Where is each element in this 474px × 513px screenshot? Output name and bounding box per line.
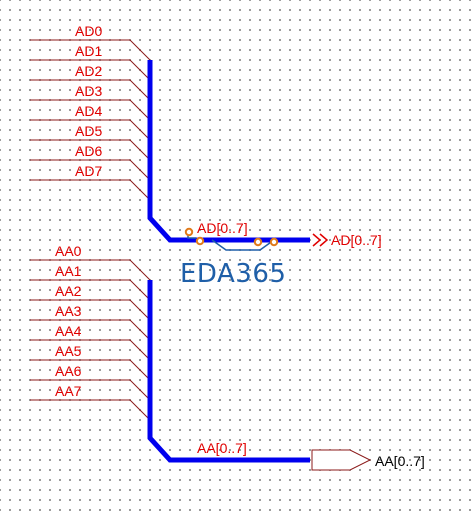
net-label-ad7: AD7: [75, 163, 102, 179]
bus-aa-label: AA[0..7]: [197, 440, 247, 456]
net-label-ad4: AD4: [75, 103, 102, 119]
junction-handle[interactable]: [253, 237, 263, 247]
junction-handle[interactable]: [269, 237, 279, 247]
wire-ad1[interactable]: [30, 59, 151, 81]
junction-handle[interactable]: [184, 227, 194, 237]
wire-aa6[interactable]: [30, 379, 151, 401]
wire-aa1[interactable]: [30, 279, 151, 301]
wire-ad5[interactable]: [30, 139, 151, 161]
net-label-aa0: AA0: [55, 243, 82, 259]
bus-ad-label: AD[0..7]: [197, 220, 248, 236]
wire-ad3[interactable]: [30, 99, 151, 121]
net-label-aa6: AA6: [55, 363, 82, 379]
net-label-ad6: AD6: [75, 143, 102, 159]
net-label-ad3: AD3: [75, 83, 102, 99]
wire-aa2[interactable]: [30, 299, 151, 321]
wire-aa4[interactable]: [30, 339, 151, 361]
net-label-ad5: AD5: [75, 123, 102, 139]
bus-label-selection-marker: [184, 227, 279, 251]
net-label-aa3: AA3: [55, 303, 82, 319]
junction-handle[interactable]: [195, 236, 205, 246]
wire-ad2[interactable]: [30, 79, 151, 101]
net-label-ad0: AD0: [75, 23, 102, 39]
port-aa[interactable]: AA[0..7]: [311, 449, 425, 471]
net-label-ad1: AD1: [75, 43, 102, 59]
wire-aa3[interactable]: [30, 319, 151, 341]
wire-ad0[interactable]: [30, 39, 151, 61]
wire-aa0[interactable]: [30, 259, 151, 281]
port-aa-label: AA[0..7]: [375, 453, 425, 469]
wire-ad7[interactable]: [30, 179, 151, 201]
net-label-aa2: AA2: [55, 283, 82, 299]
bus-aa[interactable]: [147, 280, 310, 463]
port-ad-label: AD[0..7]: [331, 232, 382, 248]
net-label-aa5: AA5: [55, 343, 82, 359]
net-label-aa7: AA7: [55, 383, 82, 399]
net-label-aa1: AA1: [55, 263, 82, 279]
wire-aa5[interactable]: [30, 359, 151, 381]
bus-ad[interactable]: [147, 60, 310, 243]
wire-ad6[interactable]: [30, 159, 151, 181]
wire-aa7[interactable]: [30, 399, 151, 421]
port-ad[interactable]: AD[0..7]: [312, 232, 382, 248]
net-label-aa4: AA4: [55, 323, 82, 339]
wire-ad4[interactable]: [30, 119, 151, 141]
net-label-ad2: AD2: [75, 63, 102, 79]
watermark-logo: EDA365: [180, 259, 286, 289]
